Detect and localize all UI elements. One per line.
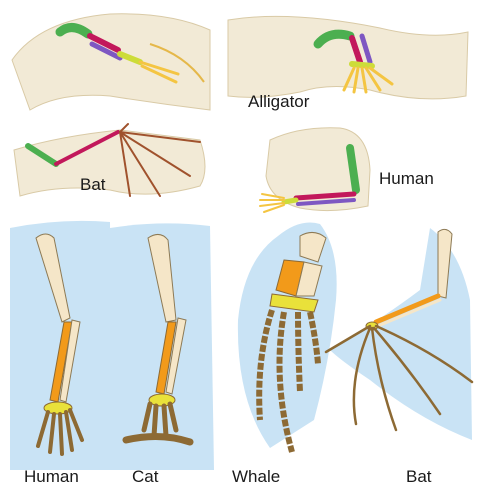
bird-limb-panel bbox=[12, 14, 210, 110]
bat-wing-panel-top bbox=[14, 124, 205, 196]
carpal-bones bbox=[284, 200, 296, 202]
cat-bottom-label: Cat bbox=[132, 468, 158, 485]
human-top-label: Human bbox=[379, 170, 434, 187]
human-arm-panel-top bbox=[260, 128, 370, 212]
bat-bottom-label: Bat bbox=[406, 468, 432, 485]
digit-bones bbox=[260, 194, 284, 212]
alligator-limb-panel bbox=[228, 16, 468, 98]
human-bottom-label: Human bbox=[24, 468, 79, 485]
carpal-bones bbox=[352, 64, 372, 66]
bat-top-label: Bat bbox=[80, 176, 106, 193]
whale-bottom-label: Whale bbox=[232, 468, 280, 485]
alligator-label: Alligator bbox=[248, 93, 309, 110]
